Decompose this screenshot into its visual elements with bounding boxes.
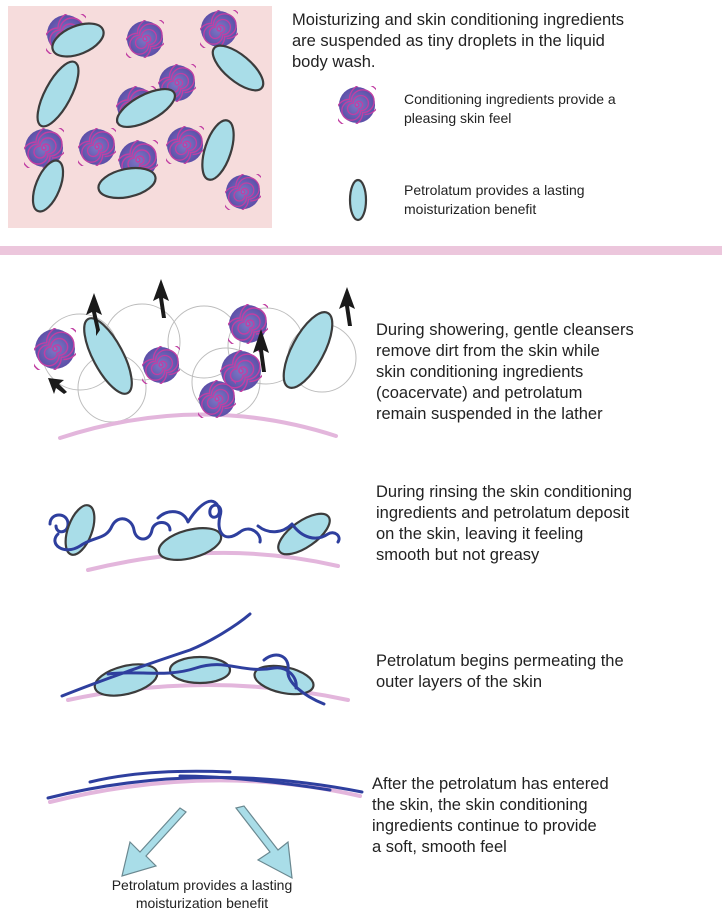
petrolatum-droplet <box>206 38 270 98</box>
conditioning-droplet <box>198 8 242 50</box>
step-2-line-2: ingredients and petrolatum deposit <box>376 503 722 524</box>
step-4-line-3: ingredients continue to provide <box>372 816 722 837</box>
step-entered: After the petrolatum has entered the ski… <box>372 774 722 858</box>
step-1-line-2: remove dirt from the skin while <box>376 341 722 362</box>
petrolatum-droplet <box>27 156 69 215</box>
step-1-line-4: (coacervate) and petrolatum <box>376 383 722 404</box>
legend-conditioning-line-2: pleasing skin feel <box>404 109 704 128</box>
dirt-particle <box>339 287 355 326</box>
showering-illustration <box>20 270 370 460</box>
downward-arrow <box>122 808 186 876</box>
legend-conditioning: Conditioning ingredients provide a pleas… <box>404 90 704 128</box>
step-1-line-1: During showering, gentle cleansers <box>376 320 722 341</box>
conditioning-droplet <box>76 126 120 168</box>
step-rinsing: During rinsing the skin conditioning ing… <box>376 482 722 566</box>
legend-petrolatum-icon <box>346 176 370 224</box>
step-2-line-1: During rinsing the skin conditioning <box>376 482 722 503</box>
intro-line-1: Moisturizing and skin conditioning ingre… <box>292 10 722 31</box>
petrolatum-droplet <box>30 56 87 132</box>
downward-arrow <box>236 806 292 878</box>
bottom-caption: Petrolatum provides a lasting moisturiza… <box>64 876 340 912</box>
step-2-line-3: on the skin, leaving it feeling <box>376 524 722 545</box>
legend-spiral-icon <box>338 86 378 126</box>
conditioning-droplet <box>164 124 208 166</box>
step-3-line-1: Petrolatum begins permeating the <box>376 651 722 672</box>
legend-petrolatum-line-2: moisturization benefit <box>404 200 704 219</box>
rinsing-illustration <box>28 478 368 588</box>
step-2-line-4: smooth but not greasy <box>376 545 722 566</box>
intro-line-2: are suspended as tiny droplets in the li… <box>292 31 722 52</box>
petrolatum-droplet <box>96 163 159 202</box>
conditioning-droplet <box>124 18 168 60</box>
legend-conditioning-line-1: Conditioning ingredients provide a <box>404 90 704 109</box>
permeating-illustration <box>28 610 368 720</box>
legend-petrolatum: Petrolatum provides a lasting moisturiza… <box>404 181 704 219</box>
intro-caption: Moisturizing and skin conditioning ingre… <box>292 10 722 73</box>
conditioning-droplet <box>223 172 264 212</box>
step-1-line-3: skin conditioning ingredients <box>376 362 722 383</box>
skin-surface <box>88 553 338 570</box>
step-3-line-2: outer layers of the skin <box>376 672 722 693</box>
skin-surface <box>60 414 336 438</box>
emulsion-droplets <box>0 0 300 240</box>
step-1-line-5: remain suspended in the lather <box>376 404 722 425</box>
step-4-line-1: After the petrolatum has entered <box>372 774 722 795</box>
step-4-line-4: a soft, smooth feel <box>372 837 722 858</box>
bottom-caption-line-2: moisturization benefit <box>64 894 340 912</box>
intro-line-3: body wash. <box>292 52 722 73</box>
step-showering: During showering, gentle cleansers remov… <box>376 320 722 425</box>
legend-petrolatum-line-1: Petrolatum provides a lasting <box>404 181 704 200</box>
section-divider <box>0 246 722 255</box>
dirt-particle <box>153 279 169 318</box>
entered-illustration <box>30 752 370 872</box>
bottom-caption-line-1: Petrolatum provides a lasting <box>64 876 340 894</box>
step-permeating: Petrolatum begins permeating the outer l… <box>376 651 722 693</box>
step-4-line-2: the skin, the skin conditioning <box>372 795 722 816</box>
